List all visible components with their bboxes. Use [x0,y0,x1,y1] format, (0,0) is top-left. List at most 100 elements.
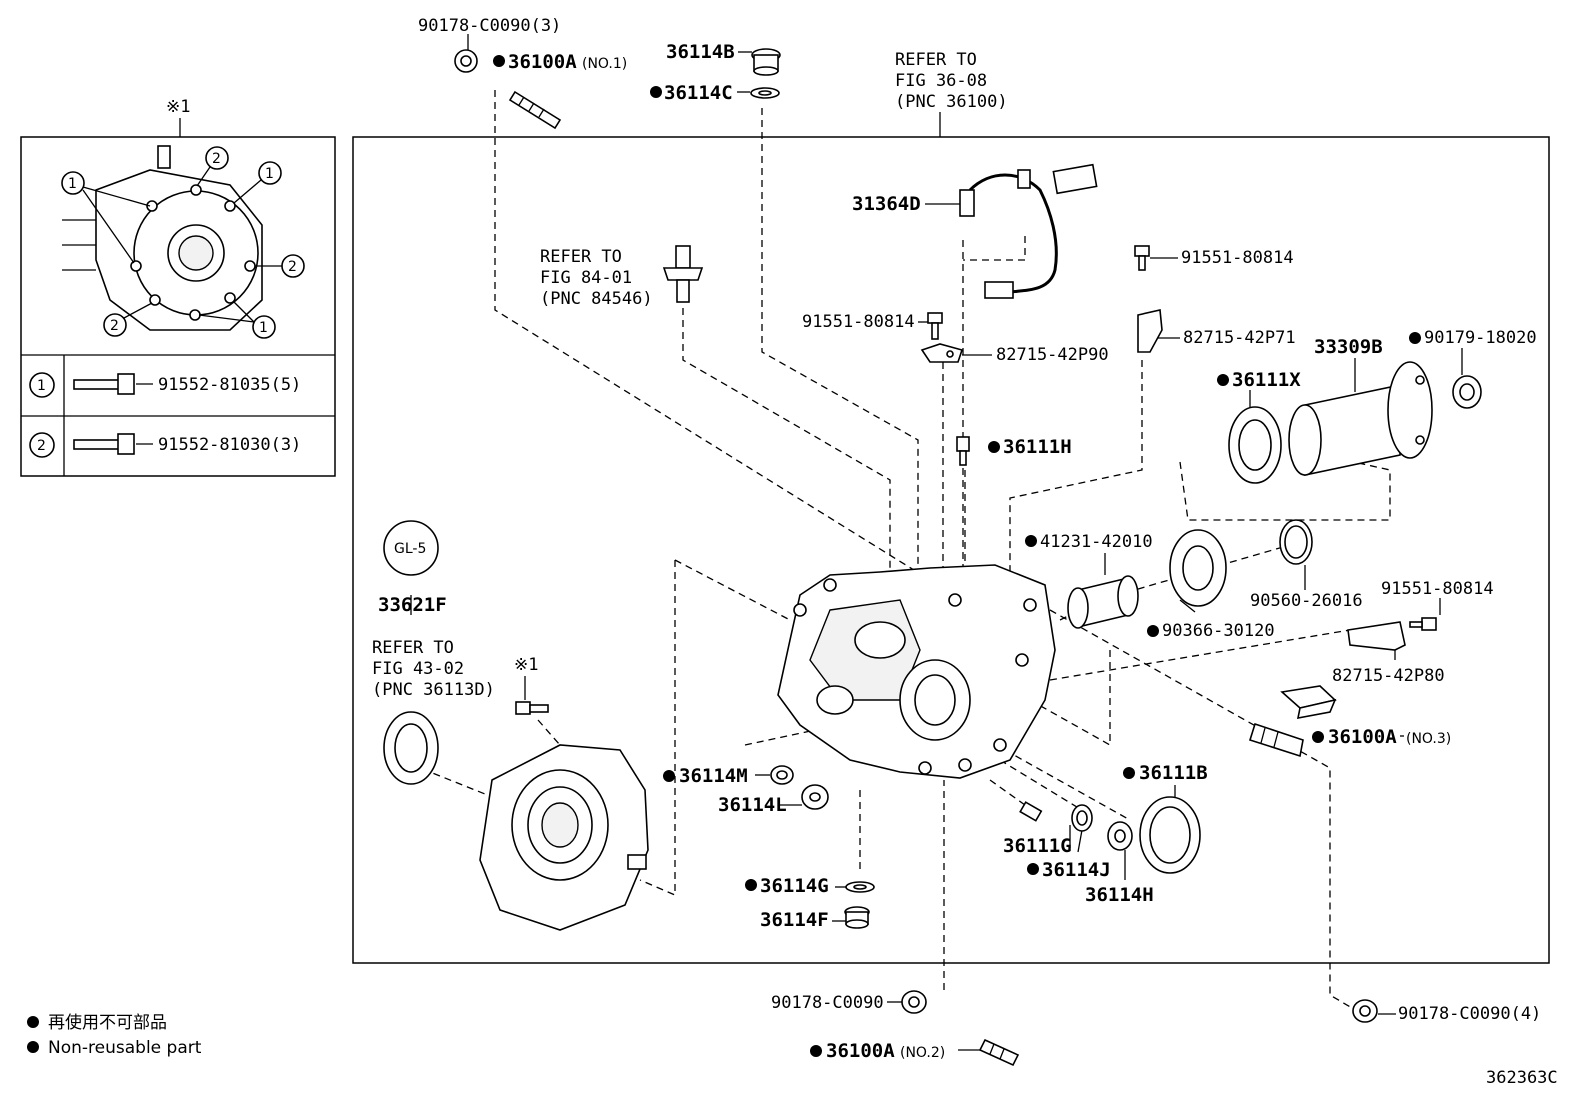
label-bracket-a: 82715-42P90 [996,345,1109,365]
label-nut-flange: 90179-18020 [1424,328,1537,348]
svg-text:2: 2 [37,438,46,454]
label-nut-bottom: 90178-C0090 [771,993,884,1013]
part-plug-36114b [751,48,781,76]
svg-text:1: 1 [68,176,77,192]
inset-callout-2b: 2 [255,254,305,278]
label-stud-no2: 36100A [826,1040,895,1062]
label-plug-36114l: 36114L [718,794,787,816]
legend-jp: 再使用不可部品 [48,1012,167,1033]
part-bracket-a [920,343,964,363]
part-bolt-a [927,312,943,340]
part-oil-seal-36113d [383,711,439,785]
part-sensor-84546 [662,245,704,303]
part-breather-36111h [956,436,970,466]
label-refer-84-line3: (PNC 84546) [540,289,653,309]
label-nut-top: 90178-C0090(3) [418,16,561,36]
label-nut-right: 90178-C0090(4) [1398,1004,1541,1024]
label-pin-36111g: 36111G [1003,835,1072,857]
label-bolt-b: 91551-80814 [1181,248,1294,268]
label-plug-36114b: 36114B [666,41,735,63]
part-stud-no2 [978,1038,1020,1067]
svg-text:2: 2 [288,259,297,275]
part-bearing-90366 [1169,529,1227,607]
label-seal-36111b: 36111B [1139,762,1208,784]
label-gl5: GL-5 [394,541,426,557]
part-nut-flange [1452,375,1482,409]
label-gasket-36114j: 36114J [1042,859,1111,881]
label-refer-36-line1: REFER TO [895,50,977,70]
part-gasket-36114g [845,881,875,893]
label-bracket-b: 82715-42P71 [1183,328,1296,348]
part-plug-36114l [801,784,829,810]
part-seal-36111x [1228,406,1282,484]
part-gasket-36114c [750,87,780,99]
label-asterisk-bolt: ※1 [514,655,538,675]
label-flange-33309b: 33309B [1314,336,1383,358]
label-breather-36111h: 36111H [1003,436,1072,458]
part-fluid-gl5 [383,520,439,576]
label-refer-43-line3: (PNC 36113D) [372,680,495,700]
inset-callout-2a: 2 [196,146,229,187]
part-nut-right [1352,999,1378,1023]
label-gasket-36114m: 36114M [679,765,748,787]
part-nut-bottom [901,990,927,1014]
inset-housing-sketch [62,145,263,331]
legend-en: Non-reusable part [48,1038,202,1058]
part-labels: 90178-C0090(3) 36100A (NO.1) 36114B 3611… [372,16,1541,1062]
part-bracket-c [1347,621,1406,651]
part-bolt-c [1409,617,1437,631]
label-harness-31364d: 31364D [852,193,921,215]
part-transfer-case [777,564,1056,779]
part-gasket-36114j [1071,804,1093,832]
label-refer-36-line2: FIG 36-08 [895,71,987,91]
part-pin-36111g [1019,801,1043,822]
label-gasket-36114c: 36114C [664,82,733,104]
label-bolt-a: 91551-80814 [802,312,915,332]
part-nut-top [454,49,478,73]
bolt-inset-panel: ※1 [20,97,336,477]
part-stud-no1 [508,90,562,130]
svg-text:1: 1 [259,320,268,336]
figure-id: 362363C [1486,1068,1558,1088]
part-plug-36114h [1107,821,1133,851]
inset-callout-2c: 2 [103,302,153,337]
label-stud-no3-suffix: (NO.3) [1406,731,1451,747]
part-bearing-41231 [1067,575,1139,629]
part-bolt-asterisk [515,701,549,715]
label-bolt-c: 91551-80814 [1381,579,1494,599]
part-gasket-36114m [770,765,794,785]
svg-text:2: 2 [212,151,221,167]
part-bolt-b [1134,245,1150,271]
inset-callout-1a: 1 [61,171,151,264]
part-flange-33309b [1288,361,1433,476]
part-bracket-b [1137,309,1163,353]
label-stud-no3: 36100A [1328,726,1397,748]
label-seal-36111x: 36111X [1232,369,1301,391]
label-stud-no1: 36100A [508,51,577,73]
label-refer-84-line1: REFER TO [540,247,622,267]
part-stud-no3 [1248,722,1304,758]
inset-callout-1b: 1 [233,161,282,204]
part-shim-90560 [1279,519,1313,565]
label-stud-no2-suffix: (NO.2) [900,1045,945,1061]
svg-text:2: 2 [110,318,119,334]
inset-bolt-row-2: 2 91552-81030(3) [29,432,301,458]
assembly-frame [352,136,1550,964]
part-clip [1280,685,1337,720]
label-refer-43-line2: FIG 43-02 [372,659,464,679]
label-plug-36114h: 36114H [1085,884,1154,906]
inset-title: ※1 [166,97,190,117]
label-fluid-33621f: 33621F [378,594,447,616]
svg-text:1: 1 [37,378,46,394]
label-refer-43-line1: REFER TO [372,638,454,658]
part-seal-36111b [1139,796,1201,874]
label-gasket-36114g: 36114G [760,875,829,897]
label-bracket-c: 82715-42P80 [1332,666,1445,686]
label-bearing-41231: 41231-42010 [1040,532,1153,552]
svg-text:1: 1 [265,166,274,182]
part-plug-36114f [844,906,870,929]
inset-bolt-row-1: 1 91552-81035(5) [29,372,301,398]
legend: 再使用不可部品 Non-reusable part [27,1012,202,1058]
label-refer-84-line2: FIG 84-01 [540,268,632,288]
